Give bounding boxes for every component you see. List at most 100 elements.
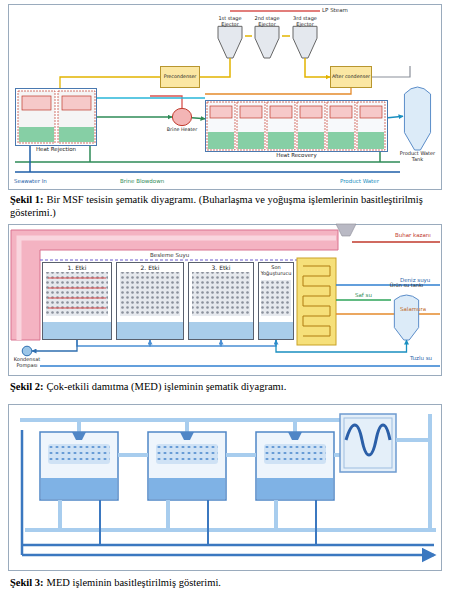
stream-label: Salamura — [400, 306, 426, 312]
storage-tank-outline — [403, 80, 432, 150]
condenser-box: After condenser — [330, 66, 372, 88]
brine-pool — [257, 478, 333, 499]
rejection-chamber — [58, 91, 95, 143]
rejection-brine — [19, 127, 54, 142]
effect-box: 2. Etki — [116, 262, 184, 340]
brine-pool — [117, 322, 183, 339]
node-label: 3. Etki — [189, 265, 253, 272]
node-label: Kondensat Pompası — [10, 357, 44, 368]
caption-number: Şekil 2: — [10, 381, 44, 392]
pipe-connector — [282, 35, 290, 37]
flash-stage — [267, 102, 295, 150]
node-label: 2nd stage Ejector — [252, 16, 282, 27]
condenser-coil — [303, 266, 330, 336]
discharge-line — [40, 365, 440, 366]
heating-tube — [48, 278, 106, 308]
storage-tank: Ürün su tankı — [393, 290, 420, 340]
pump-symbol-outline — [22, 346, 32, 356]
rejection-tube-bundle — [22, 96, 51, 110]
tube-bundle — [261, 280, 291, 316]
stream-label: Seawater In — [14, 178, 47, 184]
flash-stage — [207, 102, 235, 150]
heat-exchanger-inner — [344, 418, 392, 468]
effect-box: 3. Etki — [188, 262, 254, 340]
figure-caption: Şekil 3:MED işleminin basitleştirilmiş g… — [10, 576, 440, 589]
node-label: 1. Etki — [43, 265, 111, 272]
vent-line — [60, 77, 160, 88]
tube-bundle — [192, 272, 250, 316]
flash-stage — [237, 102, 265, 150]
brine-pool — [41, 478, 117, 499]
pipe-connector — [150, 340, 221, 346]
pipe — [118, 455, 368, 472]
pipe-connector — [221, 340, 276, 346]
ejector-symbol-shape — [255, 26, 279, 58]
pipe-connector — [97, 116, 172, 118]
effect-vessel — [148, 432, 226, 500]
section-box: Heat Rejection — [15, 88, 97, 146]
duct-highlight — [19, 238, 336, 340]
ejector-symbol-shape — [293, 26, 317, 58]
figure-frame — [9, 405, 442, 571]
brine-heater-symbol: Brine Heater — [172, 108, 192, 126]
flash-stage — [327, 102, 355, 150]
spray-bundle — [48, 444, 110, 464]
vent-line — [372, 66, 410, 77]
brine-heater-symbol-outline — [172, 108, 192, 126]
node-label: Product Water Tank — [395, 151, 440, 162]
rejection-chamber — [18, 91, 55, 143]
pipe-connector — [388, 116, 403, 117]
storage-tank: Product Water Tank — [403, 80, 432, 150]
spray-nozzle — [72, 432, 302, 440]
node-label: Heat Rejection — [10, 146, 102, 152]
effect-vessel — [40, 432, 118, 500]
pipe-connector — [77, 340, 150, 346]
storage-tank-shape — [394, 295, 418, 340]
pipe-connector — [192, 118, 205, 119]
caption-text: MED işleminin basitleştirilmiş gösterimi… — [47, 577, 221, 588]
effect-box: Son Yoğuşturucu — [258, 262, 294, 340]
figure-frame — [9, 5, 442, 190]
ejector-symbol-shape — [218, 26, 242, 58]
pipe-connector — [32, 340, 77, 351]
feed-water-line — [40, 260, 297, 261]
node-label: Precondenser — [161, 74, 199, 79]
flash-stage — [357, 102, 385, 150]
pipe — [396, 414, 430, 530]
node-label: 2. Etki — [117, 265, 183, 272]
figure-caption: Şekil 2:Çok-etkili damıtma (MED) işlemin… — [10, 380, 440, 393]
stream-label: Deniz suyu — [400, 277, 430, 283]
stream-label: Tuzlu su — [410, 355, 432, 361]
pipe — [25, 500, 436, 530]
seawater-line — [336, 284, 440, 286]
storage-tank-shape — [404, 87, 430, 150]
pipe — [22, 430, 434, 555]
stream-label: Saf su — [355, 292, 372, 298]
brine-pool — [189, 322, 253, 339]
pipe-connector — [276, 340, 407, 352]
heat-exchanger — [340, 414, 396, 472]
pipe — [20, 420, 340, 432]
pipe-connector — [305, 58, 330, 77]
rejection-tube-bundle — [62, 96, 91, 110]
section-box: Heat Recovery — [205, 100, 388, 152]
ejector-symbol: 1st stage Ejector — [215, 14, 245, 58]
rejection-brine — [59, 127, 94, 142]
caption-number: Şekil 1: — [10, 194, 44, 205]
pipe-connector — [245, 35, 252, 37]
caption-text: Bir MSF tesisin şematik diyagramı. (Buha… — [10, 194, 423, 218]
spray-bundle — [264, 444, 326, 464]
effect-vessel — [256, 432, 334, 500]
storage-tank-outline — [393, 290, 420, 340]
stream-label: Buhar kazanı — [395, 232, 431, 238]
spray-bundle — [156, 444, 218, 464]
stream-label: Brine Blowdown — [120, 178, 164, 184]
pump-symbol-shape — [22, 346, 32, 356]
pipe — [100, 500, 316, 545]
brine-pool — [43, 322, 111, 339]
distillate-line — [97, 97, 205, 98]
condenser-box: Precondenser — [160, 66, 200, 88]
stream-label: Besleme Suyu — [150, 252, 189, 258]
